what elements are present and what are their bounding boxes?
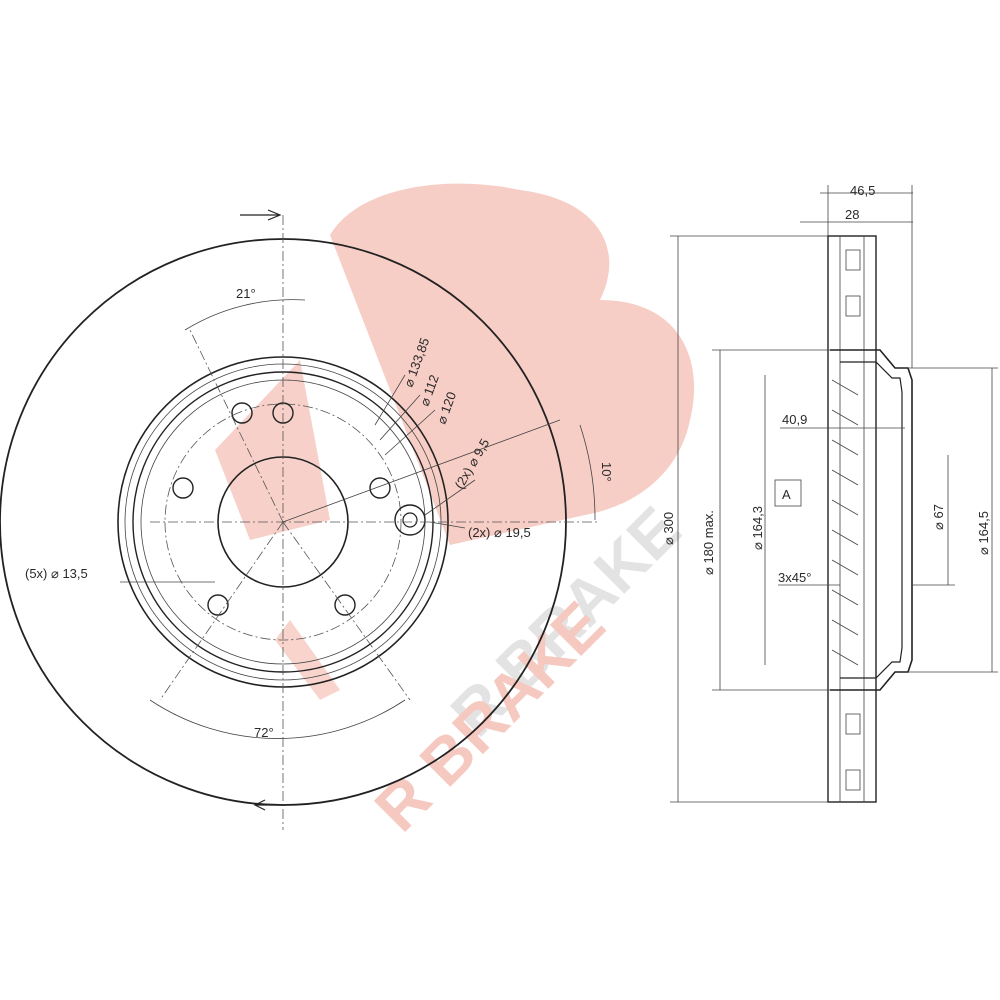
vent-slot — [845, 295, 861, 317]
vent-slot — [845, 713, 861, 735]
label-dia-180-max: ⌀ 180 max. — [701, 510, 716, 575]
locating-hole-outer — [394, 504, 426, 536]
pitch-circle — [164, 403, 402, 641]
ref-box-a — [774, 479, 802, 507]
r-brake-watermark: R BRAKE R BRAKE — [215, 183, 695, 845]
leader-112 — [379, 394, 421, 441]
bolt-hole — [231, 402, 253, 424]
side-view: 46,5 28 ⌀ 300 ⌀ 180 max. ⌀ 164,3 40,9 A … — [661, 183, 998, 803]
angle-line — [282, 419, 561, 523]
hat-profile-inner — [840, 361, 903, 679]
leader-9-5 — [424, 479, 476, 516]
bolt-hole — [172, 477, 194, 499]
hat-profile — [830, 349, 913, 691]
r-brake-logo-shape — [215, 183, 695, 700]
arrow-bottom — [253, 799, 285, 811]
vent-slot — [845, 769, 861, 791]
disc-section-outer — [827, 235, 877, 803]
angle-arc-72 — [149, 699, 406, 739]
label-width-28: 28 — [845, 207, 859, 222]
label-angle-21: 21° — [236, 286, 256, 301]
leader-120 — [384, 409, 436, 456]
vent-slot — [845, 249, 861, 271]
bolt-hole — [369, 477, 391, 499]
angle-line — [282, 521, 411, 701]
locating-hole-inner — [402, 512, 418, 528]
label-ref-a: A — [782, 487, 791, 502]
label-dia-67: ⌀ 67 — [931, 504, 946, 530]
bolt-hole — [334, 594, 356, 616]
leader-19-5 — [429, 521, 466, 529]
angle-line — [159, 521, 284, 701]
label-height-40-9: 40,9 — [782, 412, 807, 427]
label-angle-72: 72° — [254, 725, 274, 740]
label-dia-164-3: ⌀ 164,3 — [750, 506, 765, 550]
arrow-top — [240, 209, 282, 221]
label-width-46-5: 46,5 — [850, 183, 875, 198]
label-holes-19-5: (2x) ⌀ 19,5 — [468, 525, 531, 540]
label-angle-10: 10° — [599, 462, 614, 482]
label-holes-13-5: (5x) ⌀ 13,5 — [25, 566, 88, 581]
angle-arc-10 — [579, 424, 596, 521]
label-dia-300: ⌀ 300 — [661, 512, 676, 545]
label-dia-164-5: ⌀ 164,5 — [976, 511, 991, 555]
angle-arc-21 — [184, 299, 306, 331]
section-hatching — [831, 379, 859, 666]
bolt-hole — [207, 594, 229, 616]
leader-133 — [374, 374, 406, 426]
label-chamfer: 3x45° — [778, 570, 811, 585]
